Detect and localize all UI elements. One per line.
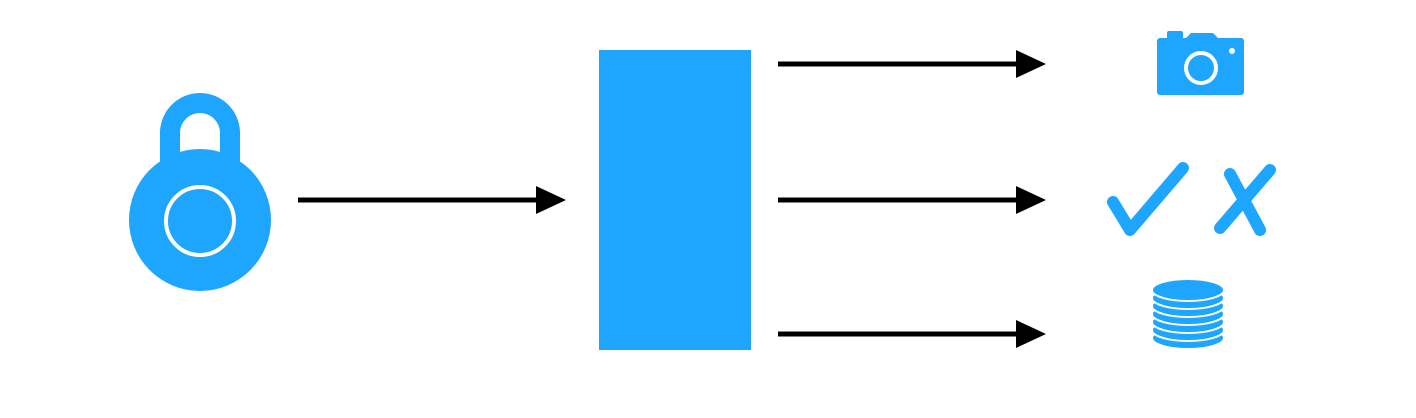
arrow-to-check-cross [778,186,1046,214]
coin-stack-icon [1151,278,1225,350]
processing-block [599,50,751,350]
cross-icon [1214,164,1276,236]
arrow-to-camera [778,50,1046,78]
check-icon [1107,162,1189,236]
camera-icon [1157,31,1244,95]
arrow-to-coins [778,320,1046,348]
padlock-icon [129,93,271,291]
arrow-padlock-to-block [298,186,566,214]
